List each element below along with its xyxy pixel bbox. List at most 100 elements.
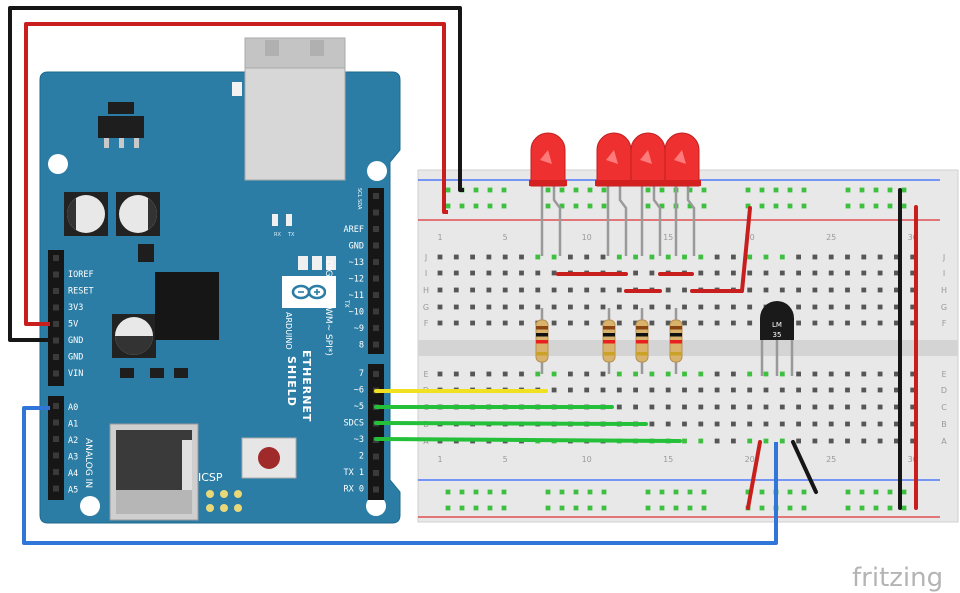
breadboard-hole xyxy=(779,438,785,444)
header-socket xyxy=(373,486,379,493)
sd-card-latch xyxy=(182,440,192,490)
breadboard-hole xyxy=(453,254,459,260)
breadboard-hole xyxy=(616,304,622,310)
regulator-leg xyxy=(119,138,124,148)
breadboard-hole xyxy=(812,387,818,393)
resistor-band xyxy=(536,333,548,337)
breadboard-hole xyxy=(470,287,475,293)
rail-hole xyxy=(787,203,793,209)
rail-hole xyxy=(445,505,451,511)
breadboard-hole xyxy=(731,387,736,393)
pin-label: RESET xyxy=(68,287,94,297)
breadboard-hole xyxy=(731,404,736,410)
rail-hole xyxy=(673,489,679,495)
breadboard-hole xyxy=(568,387,573,393)
column-number: 20 xyxy=(745,455,755,464)
wire-a0-to-sensor xyxy=(22,406,778,545)
row-letter: F xyxy=(424,319,429,328)
capacitor-top xyxy=(119,195,157,233)
rj45-tab xyxy=(232,82,242,96)
pin-label: 3V3 xyxy=(68,303,83,313)
breadboard-hole xyxy=(600,304,606,310)
breadboard-hole xyxy=(779,387,785,393)
arduino-ethernet-shield: RX TX ARDUINO ETHERNET SHIELD DIGITAL (P… xyxy=(39,37,401,524)
breadboard-hole xyxy=(796,371,801,377)
rail-hole xyxy=(545,203,551,209)
breadboard-hole xyxy=(747,270,753,276)
row-letter: D xyxy=(941,386,947,395)
breadboard-hole xyxy=(894,421,899,427)
wires xyxy=(8,6,918,545)
rail-hole xyxy=(859,505,865,511)
header-socket xyxy=(53,271,59,278)
pin-label: A3 xyxy=(68,453,78,463)
row-letter: A xyxy=(423,437,429,446)
breadboard-hole xyxy=(551,371,557,377)
pin-label: VIN xyxy=(68,369,83,379)
breadboard-hole xyxy=(535,371,541,377)
breadboard-hole xyxy=(779,371,785,377)
rail-hole xyxy=(687,505,693,511)
pin-label: A5 xyxy=(68,486,78,496)
breadboard-hole xyxy=(665,304,671,310)
breadboard-hole xyxy=(812,270,818,276)
shield-name-line2: SHIELD xyxy=(285,356,298,407)
row-letter: E xyxy=(423,370,428,379)
breadboard-hole xyxy=(828,270,834,276)
rail-hole xyxy=(573,505,579,511)
breadboard-hole xyxy=(828,438,834,444)
breadboard-hole xyxy=(665,287,671,293)
rail-hole xyxy=(845,505,851,511)
rail-hole xyxy=(459,203,465,209)
breadboard-hole xyxy=(910,287,916,293)
breadboard-hole xyxy=(796,320,801,326)
breadboard-hole xyxy=(551,320,557,326)
capacitor-stripe xyxy=(115,336,153,355)
resistor-band xyxy=(603,326,615,330)
rail-hole xyxy=(859,489,865,495)
capacitor-stripe xyxy=(67,198,76,230)
breadboard-hole xyxy=(584,387,590,393)
breadboard-hole xyxy=(861,270,867,276)
rail-hole xyxy=(545,505,551,511)
rail-hole xyxy=(759,203,765,209)
led-rim xyxy=(529,180,567,186)
breadboard-hole xyxy=(910,438,916,444)
rail-hole xyxy=(801,187,807,193)
resistor xyxy=(635,308,649,374)
rail-hole xyxy=(701,187,707,193)
rail-hole xyxy=(759,505,765,511)
pin-label: ~5 xyxy=(354,402,364,412)
breadboard-hole xyxy=(633,404,638,410)
column-number: 20 xyxy=(745,233,755,242)
pin-label: GND xyxy=(349,242,364,252)
rail-hole xyxy=(459,489,465,495)
rail-hole xyxy=(587,187,593,193)
breadboard-hole xyxy=(568,304,573,310)
shield-name-line1: ETHERNET xyxy=(300,350,313,422)
row-letter: I xyxy=(943,269,945,278)
rail-hole xyxy=(645,489,651,495)
breadboard-hole xyxy=(812,371,818,377)
breadboard-hole xyxy=(747,320,753,326)
breadboard-hole xyxy=(437,304,443,310)
breadboard-hole xyxy=(861,387,867,393)
breadboard-hole xyxy=(698,270,704,276)
rail-hole xyxy=(873,489,879,495)
rail-hole xyxy=(901,203,907,209)
voltage-regulator xyxy=(98,102,144,148)
header-socket xyxy=(53,485,59,492)
breadboard-hole xyxy=(616,371,622,377)
rail-hole xyxy=(559,489,565,495)
rail-hole xyxy=(787,187,793,193)
rail-hole xyxy=(445,489,451,495)
rail-hole xyxy=(659,505,665,511)
breadboard-hole xyxy=(535,254,541,260)
breadboard-hole xyxy=(747,371,753,377)
pin-label: ~11 xyxy=(349,291,364,301)
breadboard-hole xyxy=(519,254,524,260)
breadboard-hole xyxy=(747,438,753,444)
breadboard-hole xyxy=(682,287,687,293)
breadboard-hole xyxy=(616,287,622,293)
